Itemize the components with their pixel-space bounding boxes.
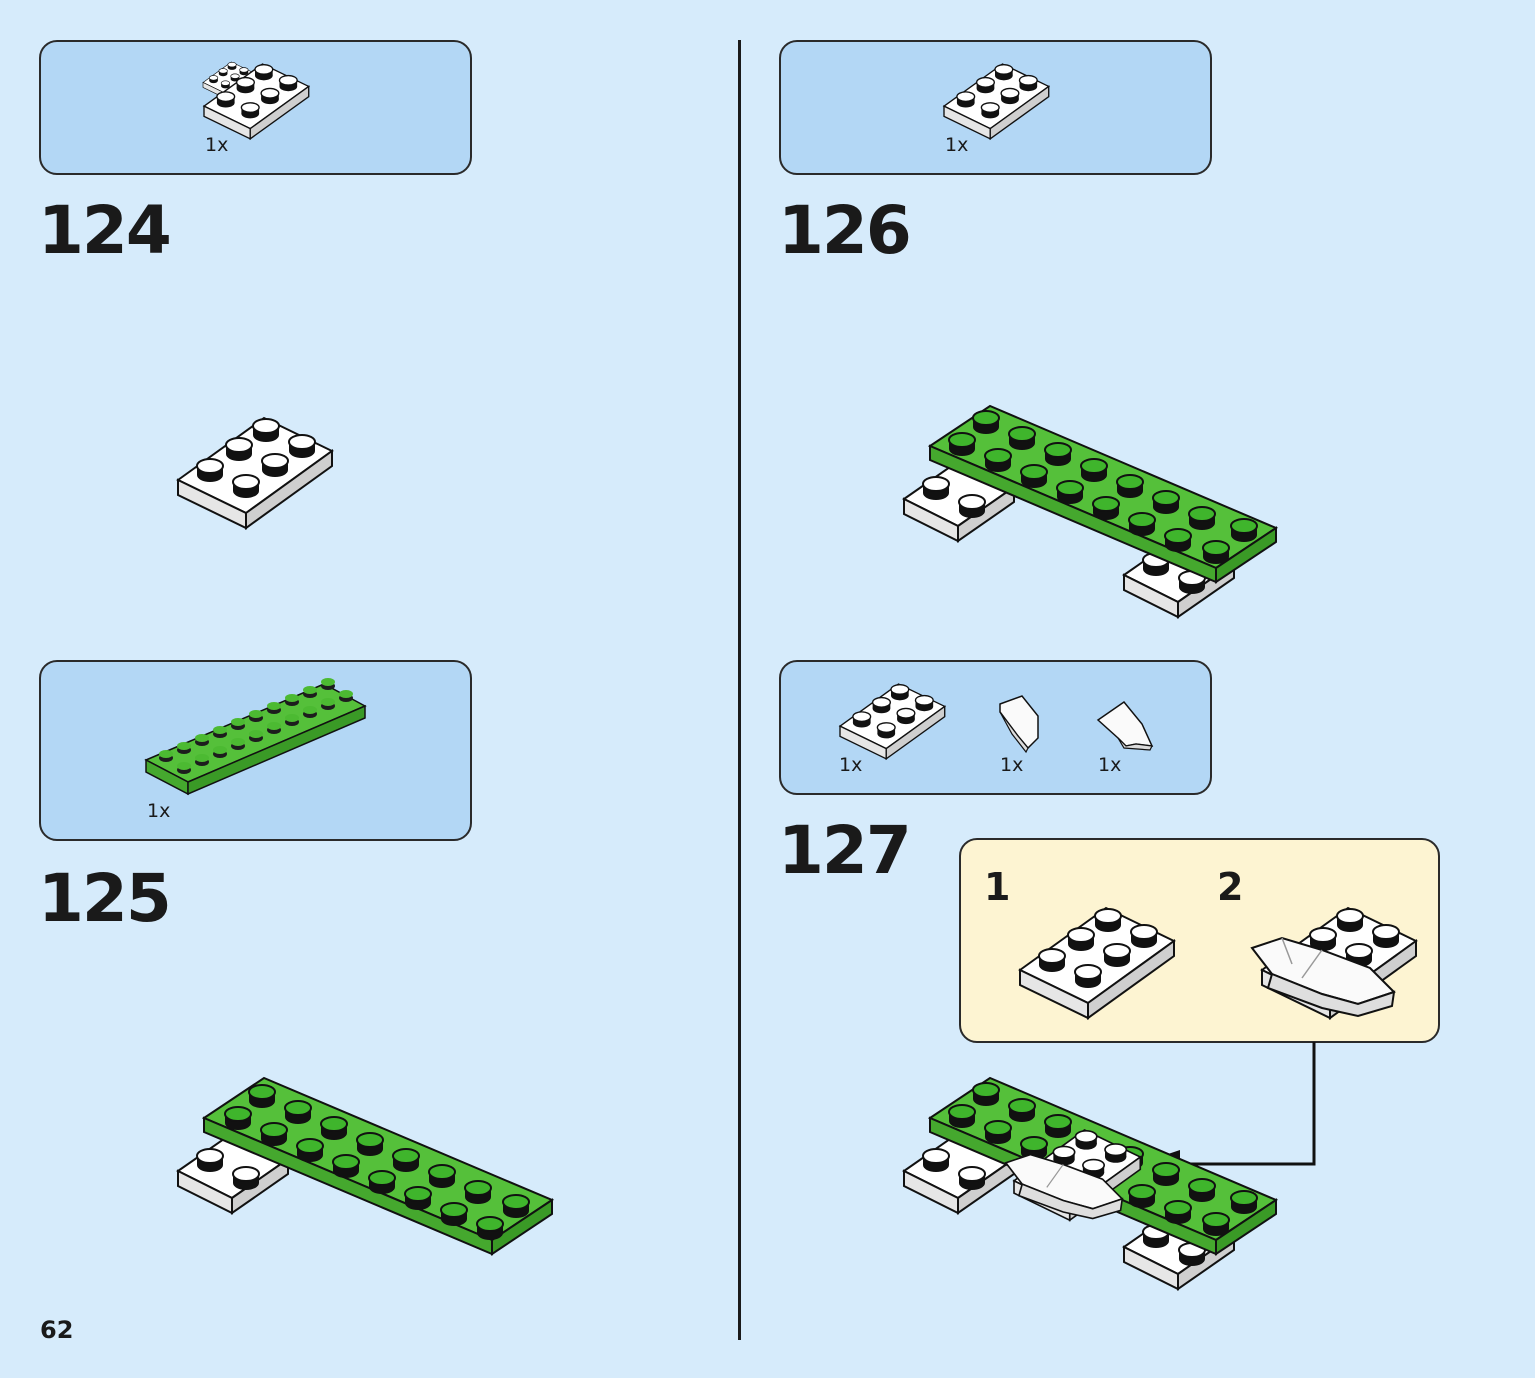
page-number: 62 [40,1316,74,1344]
substep-2-model [1250,908,1416,1018]
white-wedge-right-icon [1096,700,1154,751]
step-number-125: 125 [38,860,172,937]
step-124-model [178,418,332,528]
substep-1-model [1020,908,1174,1018]
white-wedge-left-icon [999,695,1039,754]
part-quantity: 1x [1000,754,1024,776]
step-126-model [904,404,1279,617]
substep-number-2: 2 [1217,865,1244,909]
column-divider [738,40,741,1340]
step-number-126: 126 [778,192,912,269]
step-number-127: 127 [778,812,912,889]
step-125-model [178,1076,555,1256]
part-quantity: 1x [1098,754,1122,776]
part-quantity: 1x [147,800,171,822]
part-quantity: 1x [945,134,969,156]
white-plate-2x3-icon [204,64,309,139]
part-quantity: 1x [839,754,863,776]
step-127-model [904,1076,1279,1289]
part-quantity: 1x [205,134,229,156]
white-plate-2x3-icon [944,64,1049,139]
step-number-124: 124 [38,192,172,269]
substep-number-1: 1 [984,865,1011,909]
green-plate-2x10-icon [144,678,367,796]
white-plate-2x3-icon [840,684,945,759]
